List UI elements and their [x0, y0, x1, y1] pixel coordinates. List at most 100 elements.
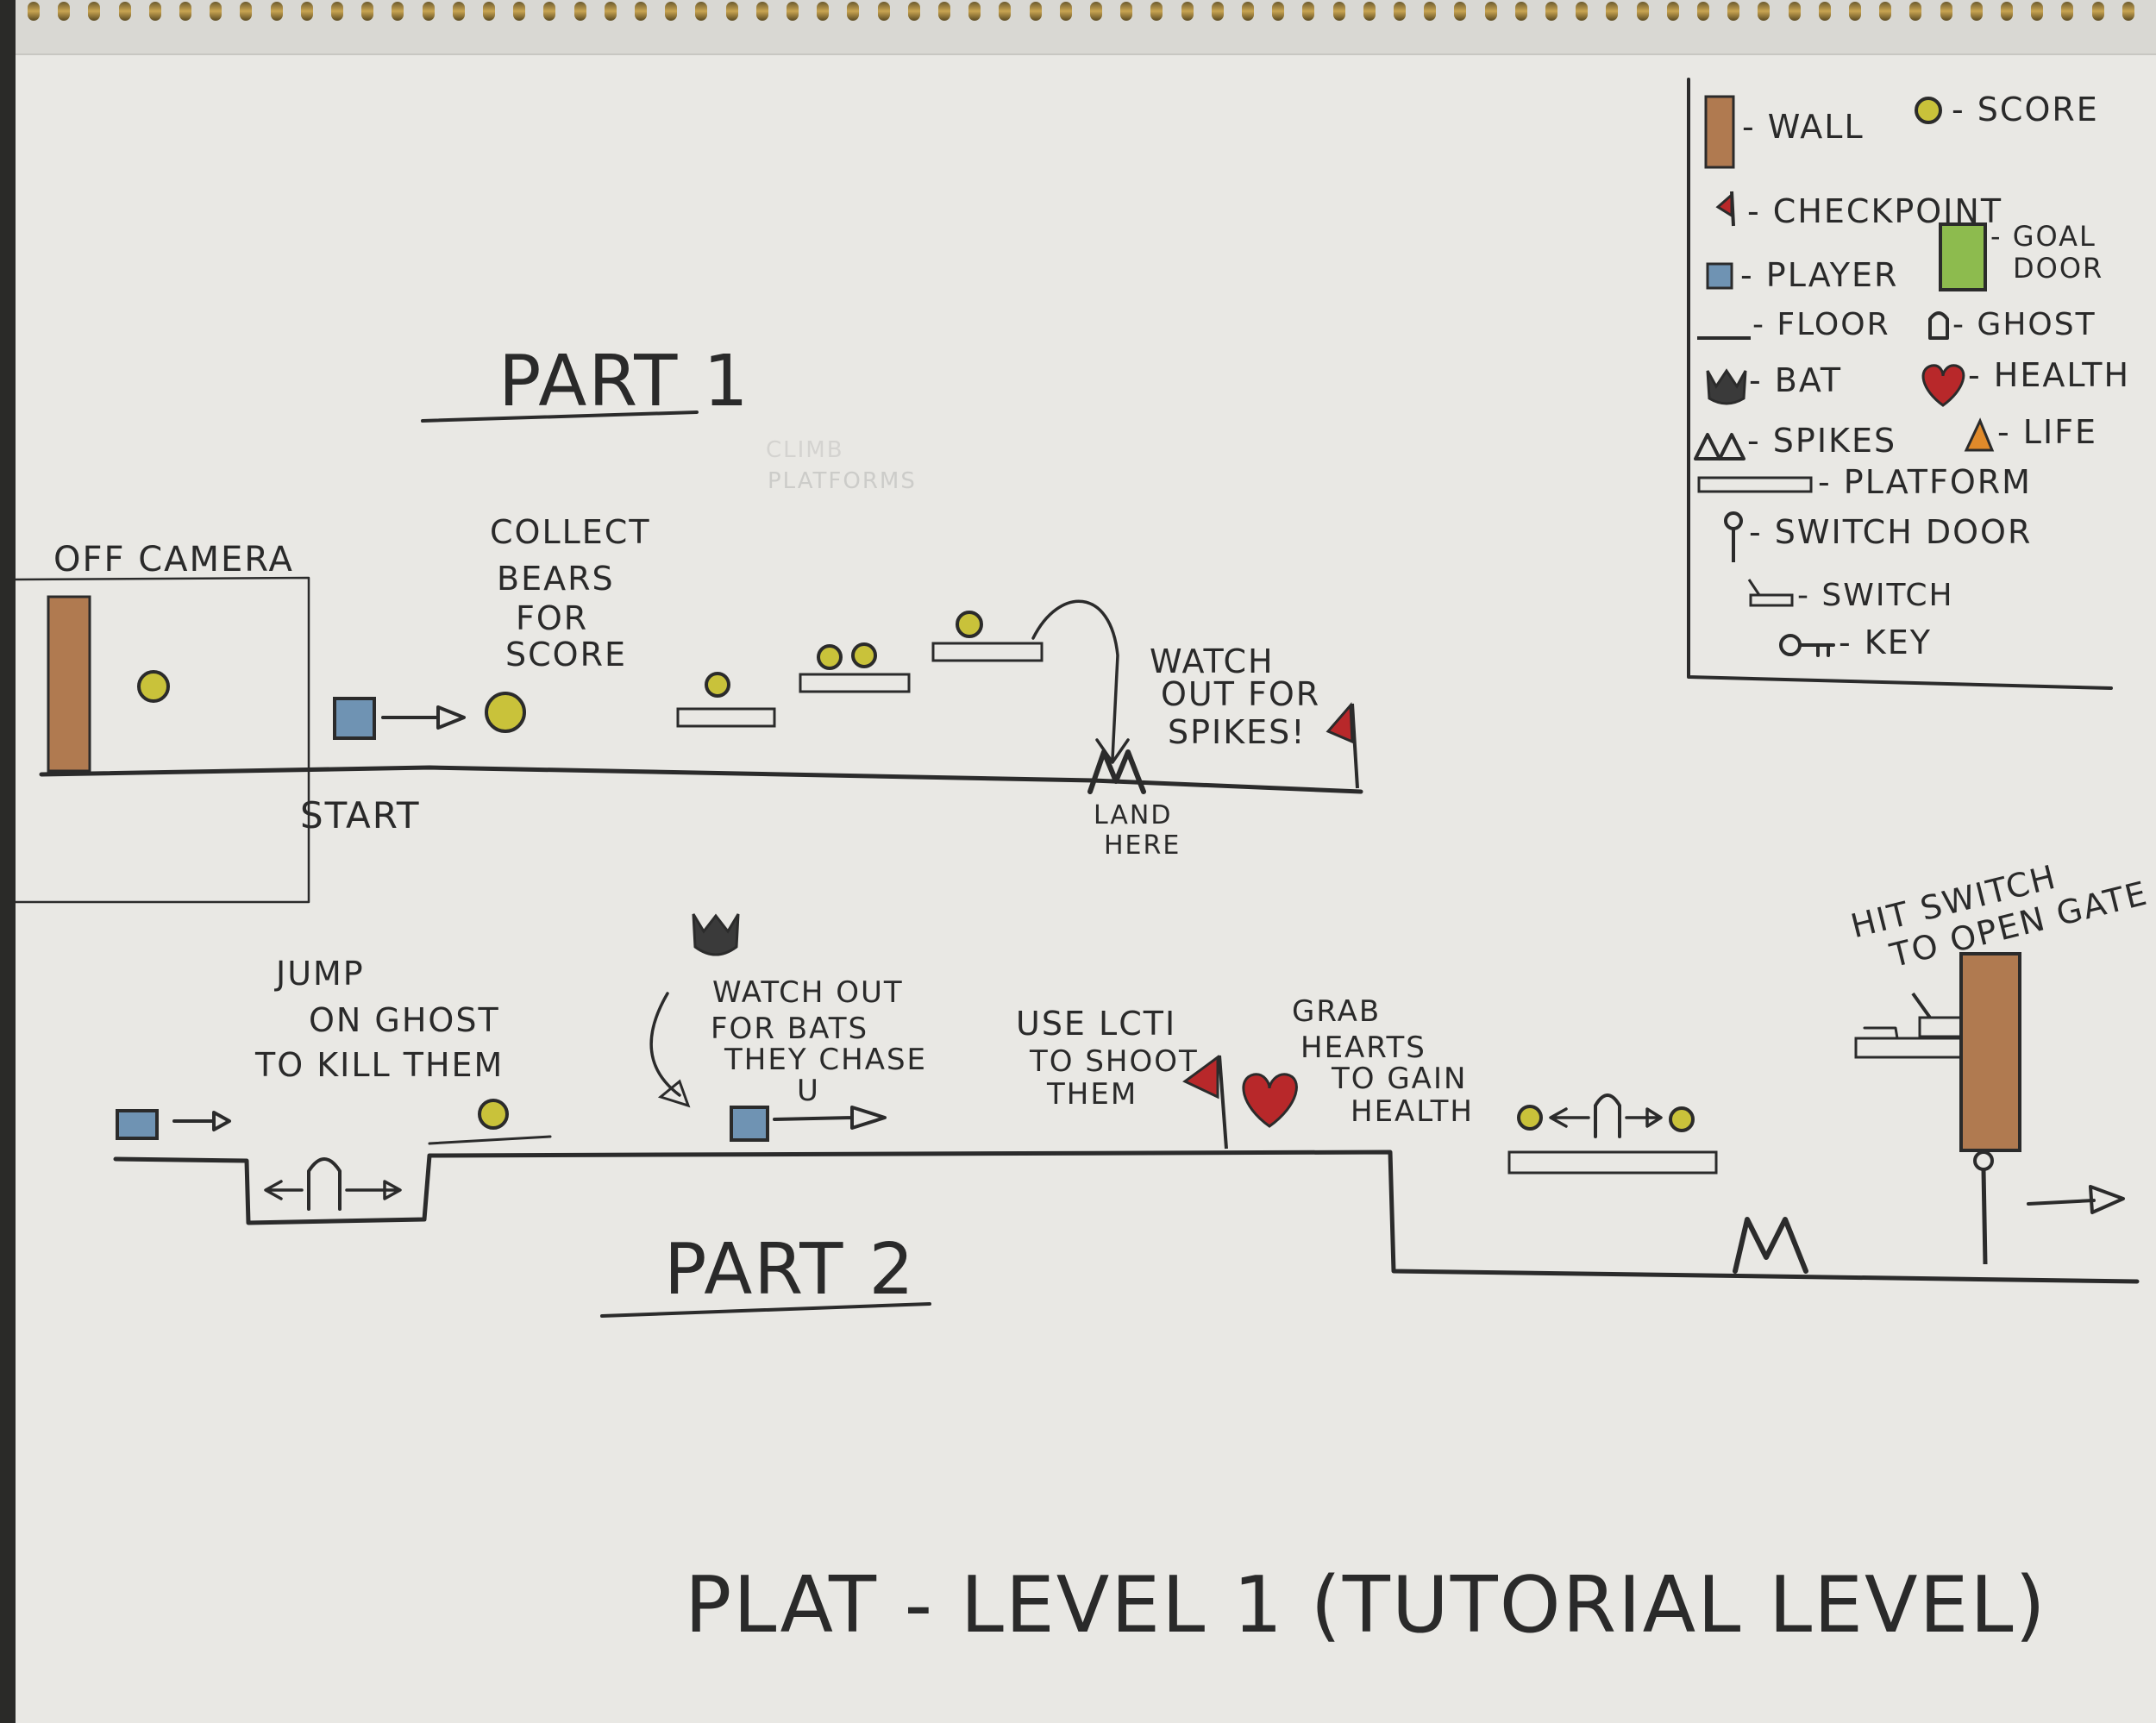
bat-icon: [1706, 368, 1747, 405]
spiral-ring: [1059, 2, 1072, 21]
spiral-ring: [2091, 2, 2104, 21]
shoot-note-line2: TO SHOOT: [1029, 1044, 1199, 1079]
bat: [692, 913, 740, 956]
score-coin: [485, 692, 526, 733]
spiral-ring: [361, 2, 374, 21]
legend-spikes-label: - SPIKES: [1747, 422, 1896, 460]
switch-door-gate: [1959, 952, 2021, 1152]
spiral-ring: [1454, 2, 1467, 21]
spiral-ring: [1940, 2, 1952, 21]
wall-icon: [1704, 95, 1735, 169]
spiral-ring: [422, 2, 435, 21]
spiral-ring: [392, 2, 404, 21]
spiral-ring: [1181, 2, 1194, 21]
checkpoint-flag: [1326, 702, 1359, 789]
spiral-ring: [1302, 2, 1315, 21]
spiral-ring: [968, 2, 981, 21]
spiral-ring: [999, 2, 1012, 21]
legend-player-label: - PLAYER: [1740, 256, 1898, 294]
bats-note-line4: U: [797, 1074, 820, 1108]
jump-arc: [1031, 599, 1119, 761]
spiral-ring: [817, 2, 830, 21]
health-icon: [1921, 364, 1965, 407]
score-coin: [1517, 1105, 1543, 1131]
spiral-ring: [877, 2, 890, 21]
spiral-ring: [1242, 2, 1254, 21]
legend-door-label: DOOR: [2013, 252, 2103, 285]
collect-note-line1: COLLECT: [490, 513, 651, 551]
hearts-note-line2: HEARTS: [1300, 1031, 1426, 1065]
spiral-ring: [2122, 2, 2134, 21]
spiral-ring: [88, 2, 101, 21]
arrow-right-icon: [172, 1111, 231, 1131]
land-note-line2: HERE: [1104, 830, 1181, 861]
legend-ghost-label: - GHOST: [1952, 307, 2096, 342]
legend-score-label: - SCORE: [1952, 91, 2099, 128]
spiral-ring: [2031, 2, 2044, 21]
spiral-ring: [1818, 2, 1831, 21]
collect-note-line4: SCORE: [505, 636, 627, 674]
spiral-ring: [1788, 2, 1801, 21]
legend-platform-label: - PLATFORM: [1818, 463, 2032, 501]
bats-note-line1: WATCH OUT: [712, 975, 904, 1010]
legend-wall-label: - WALL: [1742, 108, 1865, 146]
spiral-ring: [1363, 2, 1376, 21]
legend-switch-door-label: - SWITCH DOOR: [1749, 513, 2032, 551]
spiral-binding: [16, 0, 2156, 55]
spiral-ring: [513, 2, 526, 21]
spiral-ring: [1332, 2, 1345, 21]
spiral-ring: [1120, 2, 1133, 21]
spiral-ring: [28, 2, 40, 21]
arrow-left-icon: [264, 1180, 304, 1200]
checkpoint-flag: [1182, 1055, 1228, 1150]
switch-icon: [1747, 579, 1794, 607]
spiral-ring: [240, 2, 253, 21]
player-start: [333, 697, 376, 740]
arrow-right-icon: [2027, 1185, 2125, 1214]
platform: [931, 642, 1044, 662]
platform: [676, 707, 776, 728]
platform: [1507, 1150, 1718, 1175]
spiral-ring: [635, 2, 647, 21]
collect-note-line3: FOR: [516, 599, 588, 637]
player: [730, 1106, 769, 1142]
score-icon: [1915, 97, 1942, 124]
spiral-ring: [2001, 2, 2013, 21]
spiral-ring: [179, 2, 191, 21]
ghost-note-line2: ON GHOST: [309, 1001, 500, 1039]
legend-key-label: - KEY: [1839, 623, 1932, 661]
player: [116, 1109, 159, 1140]
spiral-ring: [58, 2, 71, 21]
platform: [799, 673, 911, 693]
wall: [47, 595, 91, 773]
arrow-right-icon: [381, 705, 466, 730]
spiral-ring: [1849, 2, 1861, 21]
ghost-note-line1: JUMP: [274, 955, 365, 993]
spiral-ring: [1909, 2, 1922, 21]
score-coin: [137, 670, 170, 703]
off-camera-label: OFF CAMERA: [53, 540, 294, 580]
spiral-ring: [1150, 2, 1163, 21]
spiral-ring: [331, 2, 343, 21]
score-coin: [851, 642, 877, 668]
spiral-ring: [1636, 2, 1649, 21]
spiral-ring: [1666, 2, 1679, 21]
bats-note-line2: FOR BATS: [711, 1012, 868, 1046]
spikes: [1087, 749, 1146, 794]
spiral-ring: [847, 2, 860, 21]
legend-health-label: - HEALTH: [1968, 356, 2130, 394]
page-title: PLAT - LEVEL 1 (TUTORIAL LEVEL): [685, 1560, 2047, 1651]
spiral-ring: [938, 2, 950, 21]
spiral-ring: [1758, 2, 1771, 21]
arrow-right-icon: [1625, 1107, 1663, 1128]
hearts-note-line1: GRAB: [1292, 994, 1381, 1029]
hearts-note-line4: HEALTH: [1351, 1094, 1474, 1129]
arrow-left-icon: [1549, 1107, 1590, 1128]
arrow-down-icon: [1095, 738, 1130, 764]
spikes-note-line2: OUT FOR: [1161, 675, 1320, 713]
goal-door-icon: [1939, 222, 1987, 291]
bat-chase-arc: [649, 992, 681, 1097]
spikes-icon: [1694, 433, 1745, 461]
spiral-ring: [2061, 2, 2074, 21]
spikes: [1733, 1217, 1808, 1274]
